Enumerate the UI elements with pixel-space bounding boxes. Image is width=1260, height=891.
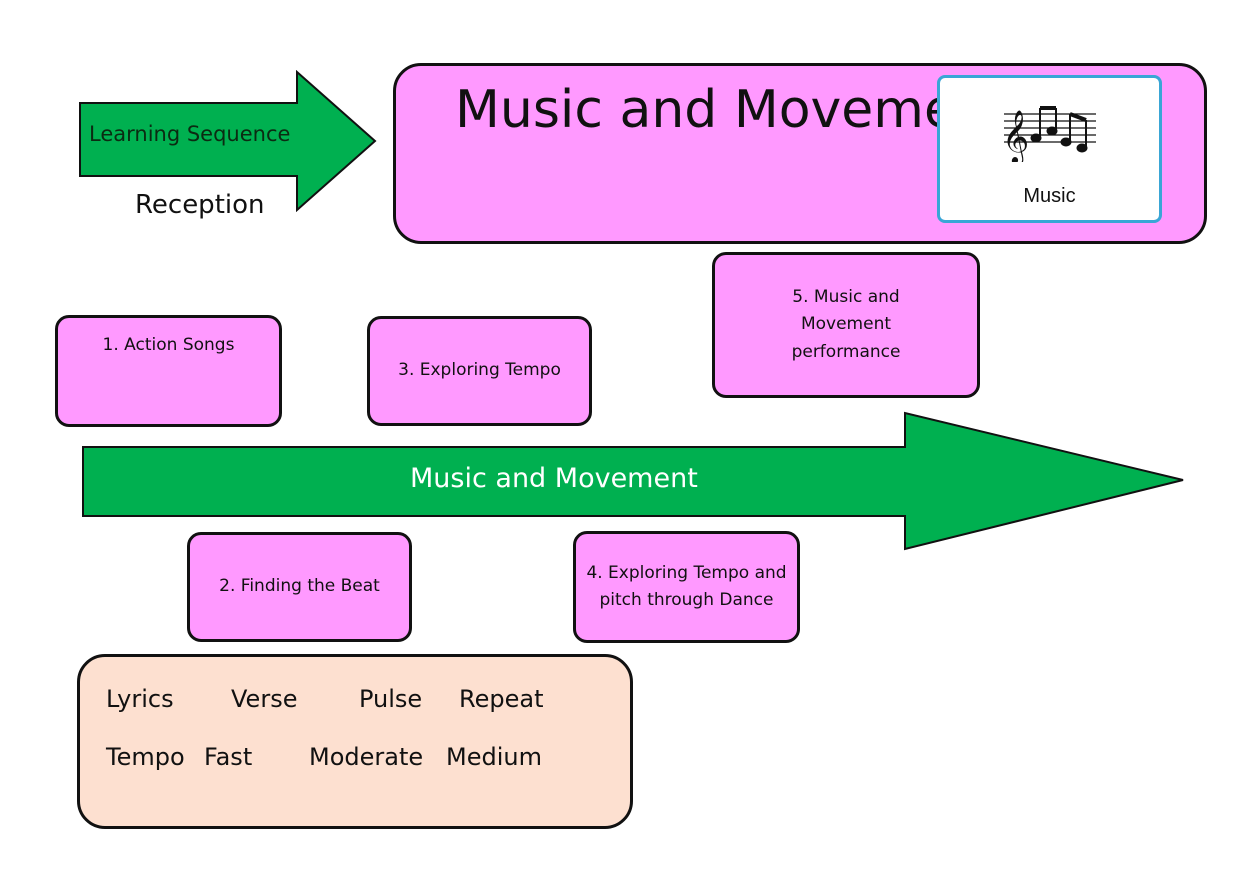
step-1-label: 1. Action Songs [102, 335, 235, 355]
vocab-word: Medium [446, 743, 542, 771]
vocab-word: Pulse [359, 685, 423, 713]
timeline-label: Music and Movement [410, 463, 698, 494]
vocab-word: Lyrics [106, 685, 174, 713]
svg-text:𝄞: 𝄞 [1002, 109, 1029, 162]
vocabulary-box: Lyrics Verse Pulse Repeat Tempo Fast Mod… [77, 654, 633, 829]
vocab-word: Verse [231, 685, 298, 713]
step-3-label: 3. Exploring Tempo [398, 360, 561, 381]
step-5-box: 5. Music and Movement performance [712, 252, 980, 398]
music-notes-icon: 𝄞 [1002, 106, 1096, 162]
timeline-arrow [82, 411, 1184, 551]
vocab-word: Fast [204, 743, 253, 771]
subject-card: 𝄞 Music [937, 75, 1162, 223]
step-2-label: 2. Finding the Beat [219, 576, 380, 597]
step-4-label: 4. Exploring Tempo and pitch through Dan… [586, 562, 787, 610]
vocab-word: Tempo [106, 743, 185, 771]
step-4-box: 4. Exploring Tempo and pitch through Dan… [573, 531, 800, 643]
step-2-box: 2. Finding the Beat [187, 532, 412, 642]
year-group-label: Reception [135, 190, 265, 220]
page-title: Music and Movement [455, 80, 1010, 140]
step-1-box: 1. Action Songs [55, 315, 282, 427]
learning-sequence-label: Learning Sequence [89, 122, 291, 146]
learning-sequence-arrow [79, 70, 377, 212]
vocab-word: Repeat [459, 685, 544, 713]
subject-card-label: Music [1023, 185, 1076, 207]
step-5-label: 5. Music and Movement performance [791, 287, 901, 362]
vocab-word: Moderate [309, 743, 424, 771]
step-3-box: 3. Exploring Tempo [367, 316, 592, 426]
